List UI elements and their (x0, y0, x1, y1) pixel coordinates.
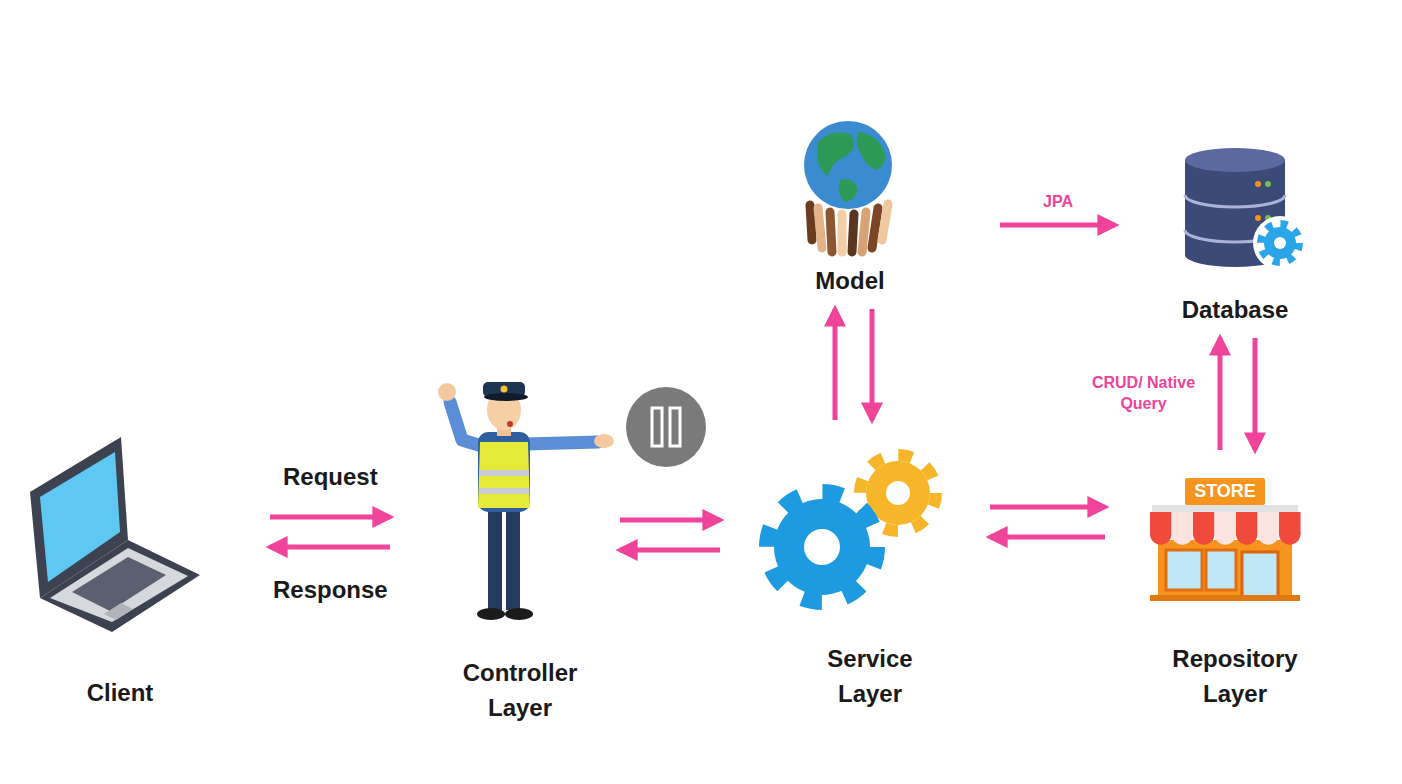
awning-scallop (1258, 523, 1280, 545)
db-light (1255, 181, 1261, 187)
awning-scallop (1279, 523, 1301, 545)
arm (862, 212, 866, 252)
arm (852, 214, 854, 252)
whistle (507, 421, 513, 427)
node-label: Database (1182, 292, 1289, 327)
flow-arrow (990, 535, 1105, 540)
node-label: Controller Layer (445, 655, 595, 725)
laptop-keyboard (72, 557, 166, 611)
flow-arrow (620, 548, 720, 553)
db-light (1265, 181, 1271, 187)
gear-teeth (1261, 224, 1299, 262)
store-wall (1158, 540, 1292, 597)
store-door (1242, 552, 1278, 597)
node-label: Repository Layer (1160, 641, 1310, 711)
continent (817, 132, 854, 176)
arm (810, 205, 812, 240)
flow-arrow (270, 545, 390, 550)
globe-icon (804, 121, 892, 252)
cap-brim (484, 393, 528, 401)
gear-body (1264, 227, 1296, 259)
arm (882, 204, 888, 240)
flow-arrow (1218, 338, 1223, 450)
pause-circle (626, 387, 706, 467)
store-sign (1185, 478, 1265, 505)
store-window (1206, 550, 1236, 590)
gear-teeth (767, 492, 877, 602)
layer-node: Controller Layer (420, 370, 620, 731)
gear-hole (804, 529, 840, 565)
laptop-base (40, 540, 200, 632)
arm (872, 208, 878, 248)
node-label: Client (87, 675, 154, 710)
edge-label: JPA (1039, 191, 1077, 214)
layer-node: Client (20, 430, 220, 716)
vest-stripe (479, 470, 529, 476)
flow-arrow (620, 518, 720, 523)
arm (838, 214, 847, 252)
shirt (478, 432, 530, 512)
leg (506, 505, 520, 610)
store-base (1150, 595, 1300, 601)
store-window (1166, 550, 1202, 590)
gear-hole (1274, 237, 1286, 249)
flow-arrow (1000, 223, 1115, 228)
pause-button (626, 387, 706, 467)
flow-arrow (833, 309, 838, 420)
gears-icon (767, 455, 936, 602)
awning-scallop (1150, 523, 1172, 545)
node-label: Model (815, 263, 884, 298)
continent (857, 132, 885, 170)
vest-stripe (479, 488, 529, 494)
flow-arrow (990, 505, 1105, 510)
database-icon (1185, 148, 1307, 270)
gear-body (774, 499, 870, 595)
layer-node: Model (770, 110, 930, 304)
pause-bar (652, 408, 662, 446)
store-roof (1152, 505, 1298, 512)
extended-arm (526, 442, 598, 444)
awning-scallop (1215, 523, 1237, 545)
pause-bar (670, 408, 680, 446)
flow-arrow (270, 515, 390, 520)
laptop-icon (30, 437, 200, 632)
node-label: Service Layer (800, 641, 940, 711)
shoe (505, 608, 533, 620)
layer-node: Database (1150, 140, 1320, 333)
store-sign-text: STORE (1185, 478, 1265, 505)
cap-badge (501, 386, 508, 393)
arm (830, 212, 832, 252)
laptop-deck (50, 548, 188, 622)
gear-ring (1253, 216, 1307, 270)
hi-vis-vest (478, 442, 530, 508)
awning-scallop (1236, 523, 1258, 545)
globe (804, 121, 892, 209)
edge-label: Response (269, 573, 392, 606)
police-figure (438, 382, 614, 620)
flow-arrow (1253, 338, 1258, 450)
db-band (1185, 195, 1285, 207)
laptop-touchpad (104, 603, 133, 620)
continent (839, 179, 858, 202)
edge-label: Request (279, 460, 382, 493)
db-top (1185, 148, 1285, 172)
awning-scallop (1172, 523, 1194, 545)
shoe (477, 608, 505, 620)
store-icon (1150, 478, 1301, 601)
hand (594, 434, 614, 448)
leg (488, 505, 502, 610)
hands (810, 204, 888, 252)
layer-node: Repository Layer (1120, 465, 1350, 717)
edge-label: CRUD/ Native Query (1077, 372, 1210, 416)
gear-hole (886, 481, 910, 505)
layer-node: Service Layer (750, 430, 990, 717)
hand (438, 383, 456, 401)
store-awning (1150, 512, 1301, 545)
raised-arm (450, 402, 482, 446)
arm (818, 208, 822, 248)
db-light (1255, 215, 1261, 221)
flow-arrow (870, 309, 875, 420)
awning-scallop (1193, 523, 1215, 545)
